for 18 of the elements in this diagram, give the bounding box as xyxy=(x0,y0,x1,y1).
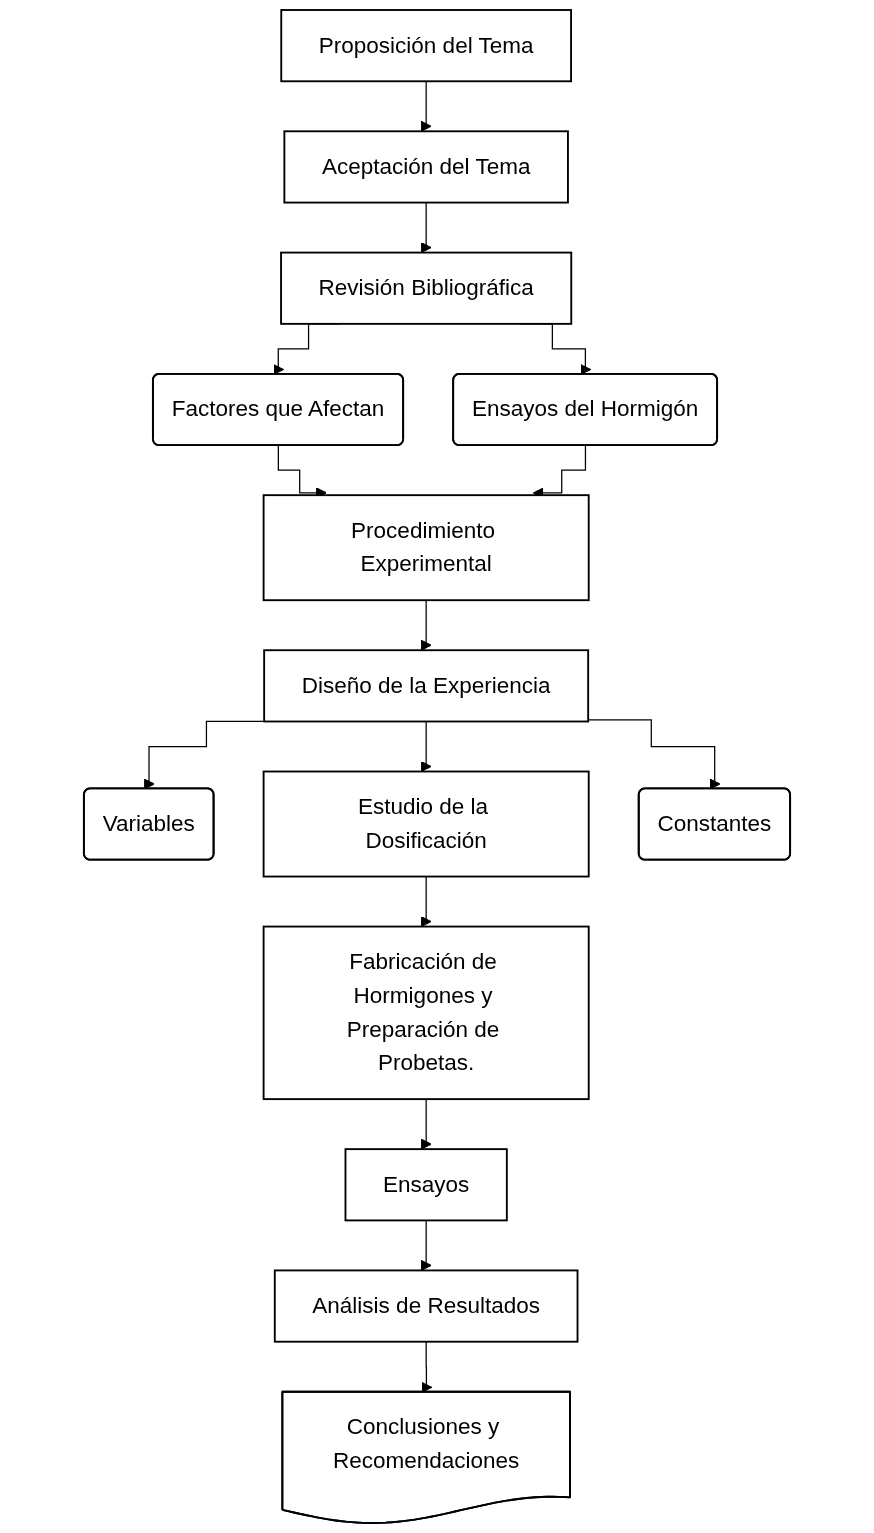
node-box: Análisis de Resultados xyxy=(273,1269,579,1343)
node-box: Fabricación de Hormigones y Preparación de Probetas. xyxy=(262,925,590,1101)
node-box: Procedimiento Experimental xyxy=(262,494,590,602)
node-box: Ensayos xyxy=(344,1148,508,1222)
arrow xyxy=(420,80,432,132)
arrow xyxy=(420,1219,432,1271)
arrow xyxy=(420,720,432,772)
arrow xyxy=(420,1098,432,1150)
arrow xyxy=(420,599,432,651)
node-box: Revisión Bibliográfica xyxy=(280,251,573,325)
node-box: Proposición del Tema xyxy=(280,9,572,83)
node-box: Aceptación del Tema xyxy=(283,130,569,204)
arrow xyxy=(420,875,432,928)
node-box: Diseño de la Experiencia xyxy=(263,649,590,723)
arrow xyxy=(143,720,265,790)
arrow xyxy=(587,719,721,790)
node-box: Estudio de la Dosificación xyxy=(262,770,590,878)
arrow xyxy=(420,201,432,254)
